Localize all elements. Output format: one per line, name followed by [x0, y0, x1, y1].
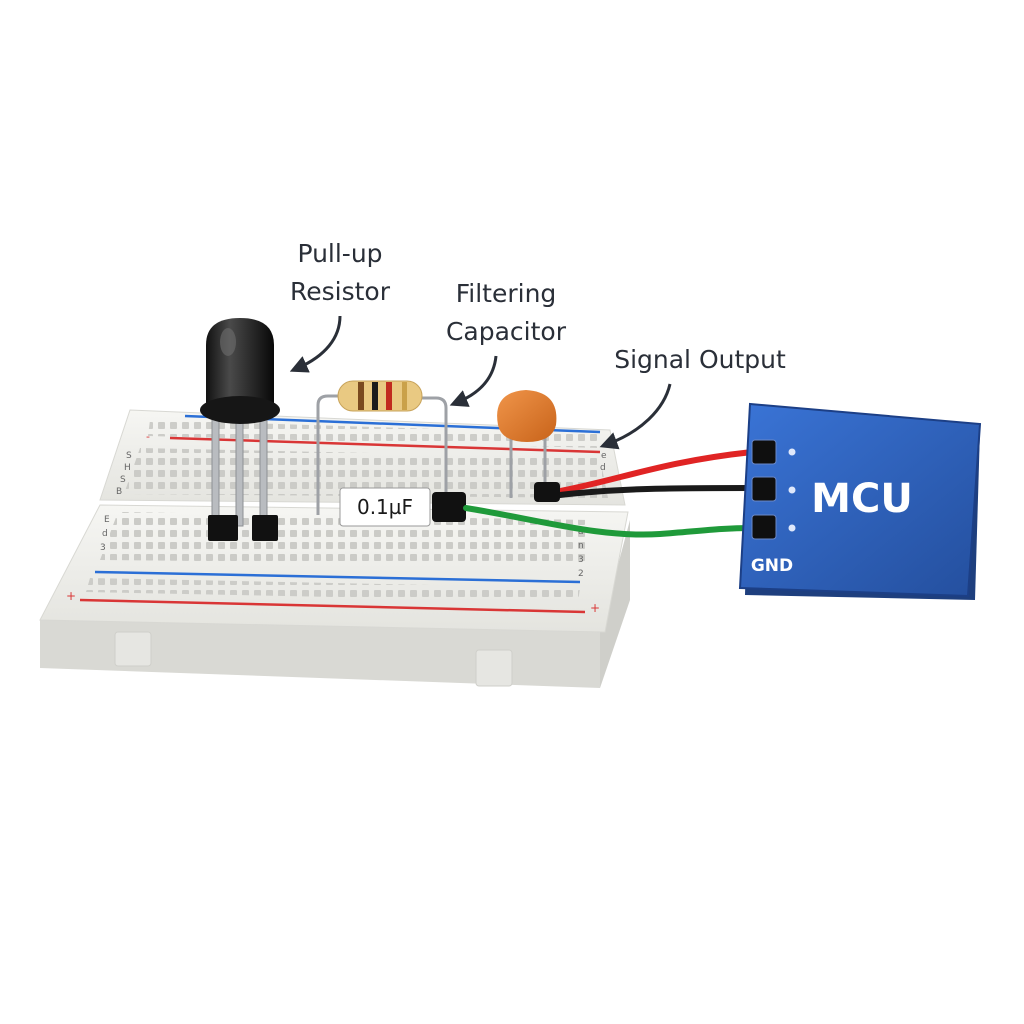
row-mark-left-0: S: [126, 451, 132, 461]
rail-mark-plus-left: +: [66, 589, 76, 603]
row-mark-right-1: d: [600, 463, 606, 473]
breadboard-side: [40, 620, 600, 688]
row-mark-left-6: 3: [100, 543, 106, 553]
capacitor-value-callout: 0.1µF: [339, 487, 466, 527]
row-mark-left-1: H: [124, 463, 131, 473]
label-signal-output: Signal Output: [614, 345, 786, 374]
row-mark-left-3: B: [116, 487, 122, 497]
row-mark-right-5: 2: [578, 569, 584, 579]
resistor-band-1: [358, 382, 364, 410]
hole-grid-upper: [124, 448, 608, 498]
capacitor-body: [497, 390, 557, 442]
breadboard-right-side: [600, 520, 630, 688]
hole-grid-lower-rail: [86, 578, 580, 602]
label-pullup-line2: Resistor: [290, 277, 391, 306]
arrow-filter: [449, 355, 498, 407]
resistor-lead-right: [418, 396, 448, 500]
sensor-leg-mid: [235, 417, 244, 527]
lower-rail-red-line: [79, 598, 586, 614]
breadboard-foot-left: [114, 631, 152, 667]
resistor-body: [337, 380, 423, 412]
sensor-leg-right: [259, 417, 268, 527]
rail-mark-plus-right: +: [590, 601, 600, 615]
pullup-resistor: [316, 380, 448, 515]
breadboard-foot-right: [475, 649, 513, 687]
wire-gnd-green: [463, 505, 755, 538]
sensor-dome-highlight: [220, 328, 236, 356]
row-mark-left-5: d: [102, 529, 108, 539]
breadboard: - + + S H S B E d 3 e d a n 3 2: [39, 409, 630, 688]
resistor-lead-left: [316, 394, 345, 515]
mcu-pin-dot-1: [788, 448, 796, 456]
wires: [463, 449, 755, 538]
resistor-band-2: [372, 382, 378, 410]
filtering-capacitor: [497, 390, 557, 498]
row-mark-left-2: S: [120, 475, 126, 485]
label-pullup-line1: Pull-up: [297, 239, 382, 268]
sensor-header-left: [208, 515, 238, 541]
arrow-signal: [599, 383, 672, 450]
sensor-flange: [200, 396, 280, 424]
lower-rail-blue-line: [94, 570, 581, 584]
wire-vcc-red: [552, 449, 755, 495]
wire-signal-black: [557, 485, 755, 498]
sensor-leg-left: [211, 417, 220, 527]
mcu-board: MCU GND: [738, 402, 982, 600]
row-mark-left-4: E: [104, 515, 110, 525]
wire-junction-block: [534, 482, 560, 502]
cap-connector-block: [432, 492, 466, 522]
label-filter-line2: Capacitor: [446, 317, 567, 346]
annotations: Pull-up Resistor Filtering Capacitor Sig…: [289, 239, 786, 450]
resistor-band-3: [386, 382, 392, 410]
mcu-pin-dot-3: [788, 524, 796, 532]
mcu-gnd-label: GND: [751, 556, 793, 576]
sensor-header-right: [252, 515, 278, 541]
row-mark-right-0: e: [601, 451, 607, 461]
mcu-name: MCU: [811, 476, 913, 522]
cap-value-text: 0.1µF: [357, 495, 413, 519]
mcu-pin-signal: [751, 476, 777, 502]
rail-mark-minus-left: -: [146, 430, 150, 443]
resistor-band-4: [402, 382, 407, 410]
row-mark-right-3: n: [578, 541, 584, 551]
row-mark-right-4: 3: [578, 555, 584, 565]
arrow-pullup: [289, 315, 342, 373]
label-filter-line1: Filtering: [456, 279, 557, 308]
mcu-pin-gnd: [751, 514, 777, 540]
mcu-board-body: [738, 402, 982, 598]
cap-value-box: [339, 487, 431, 527]
mcu-pin-dot-2: [788, 486, 796, 494]
mcu-pin-vcc: [751, 439, 777, 465]
ir-sensor: [200, 318, 280, 541]
